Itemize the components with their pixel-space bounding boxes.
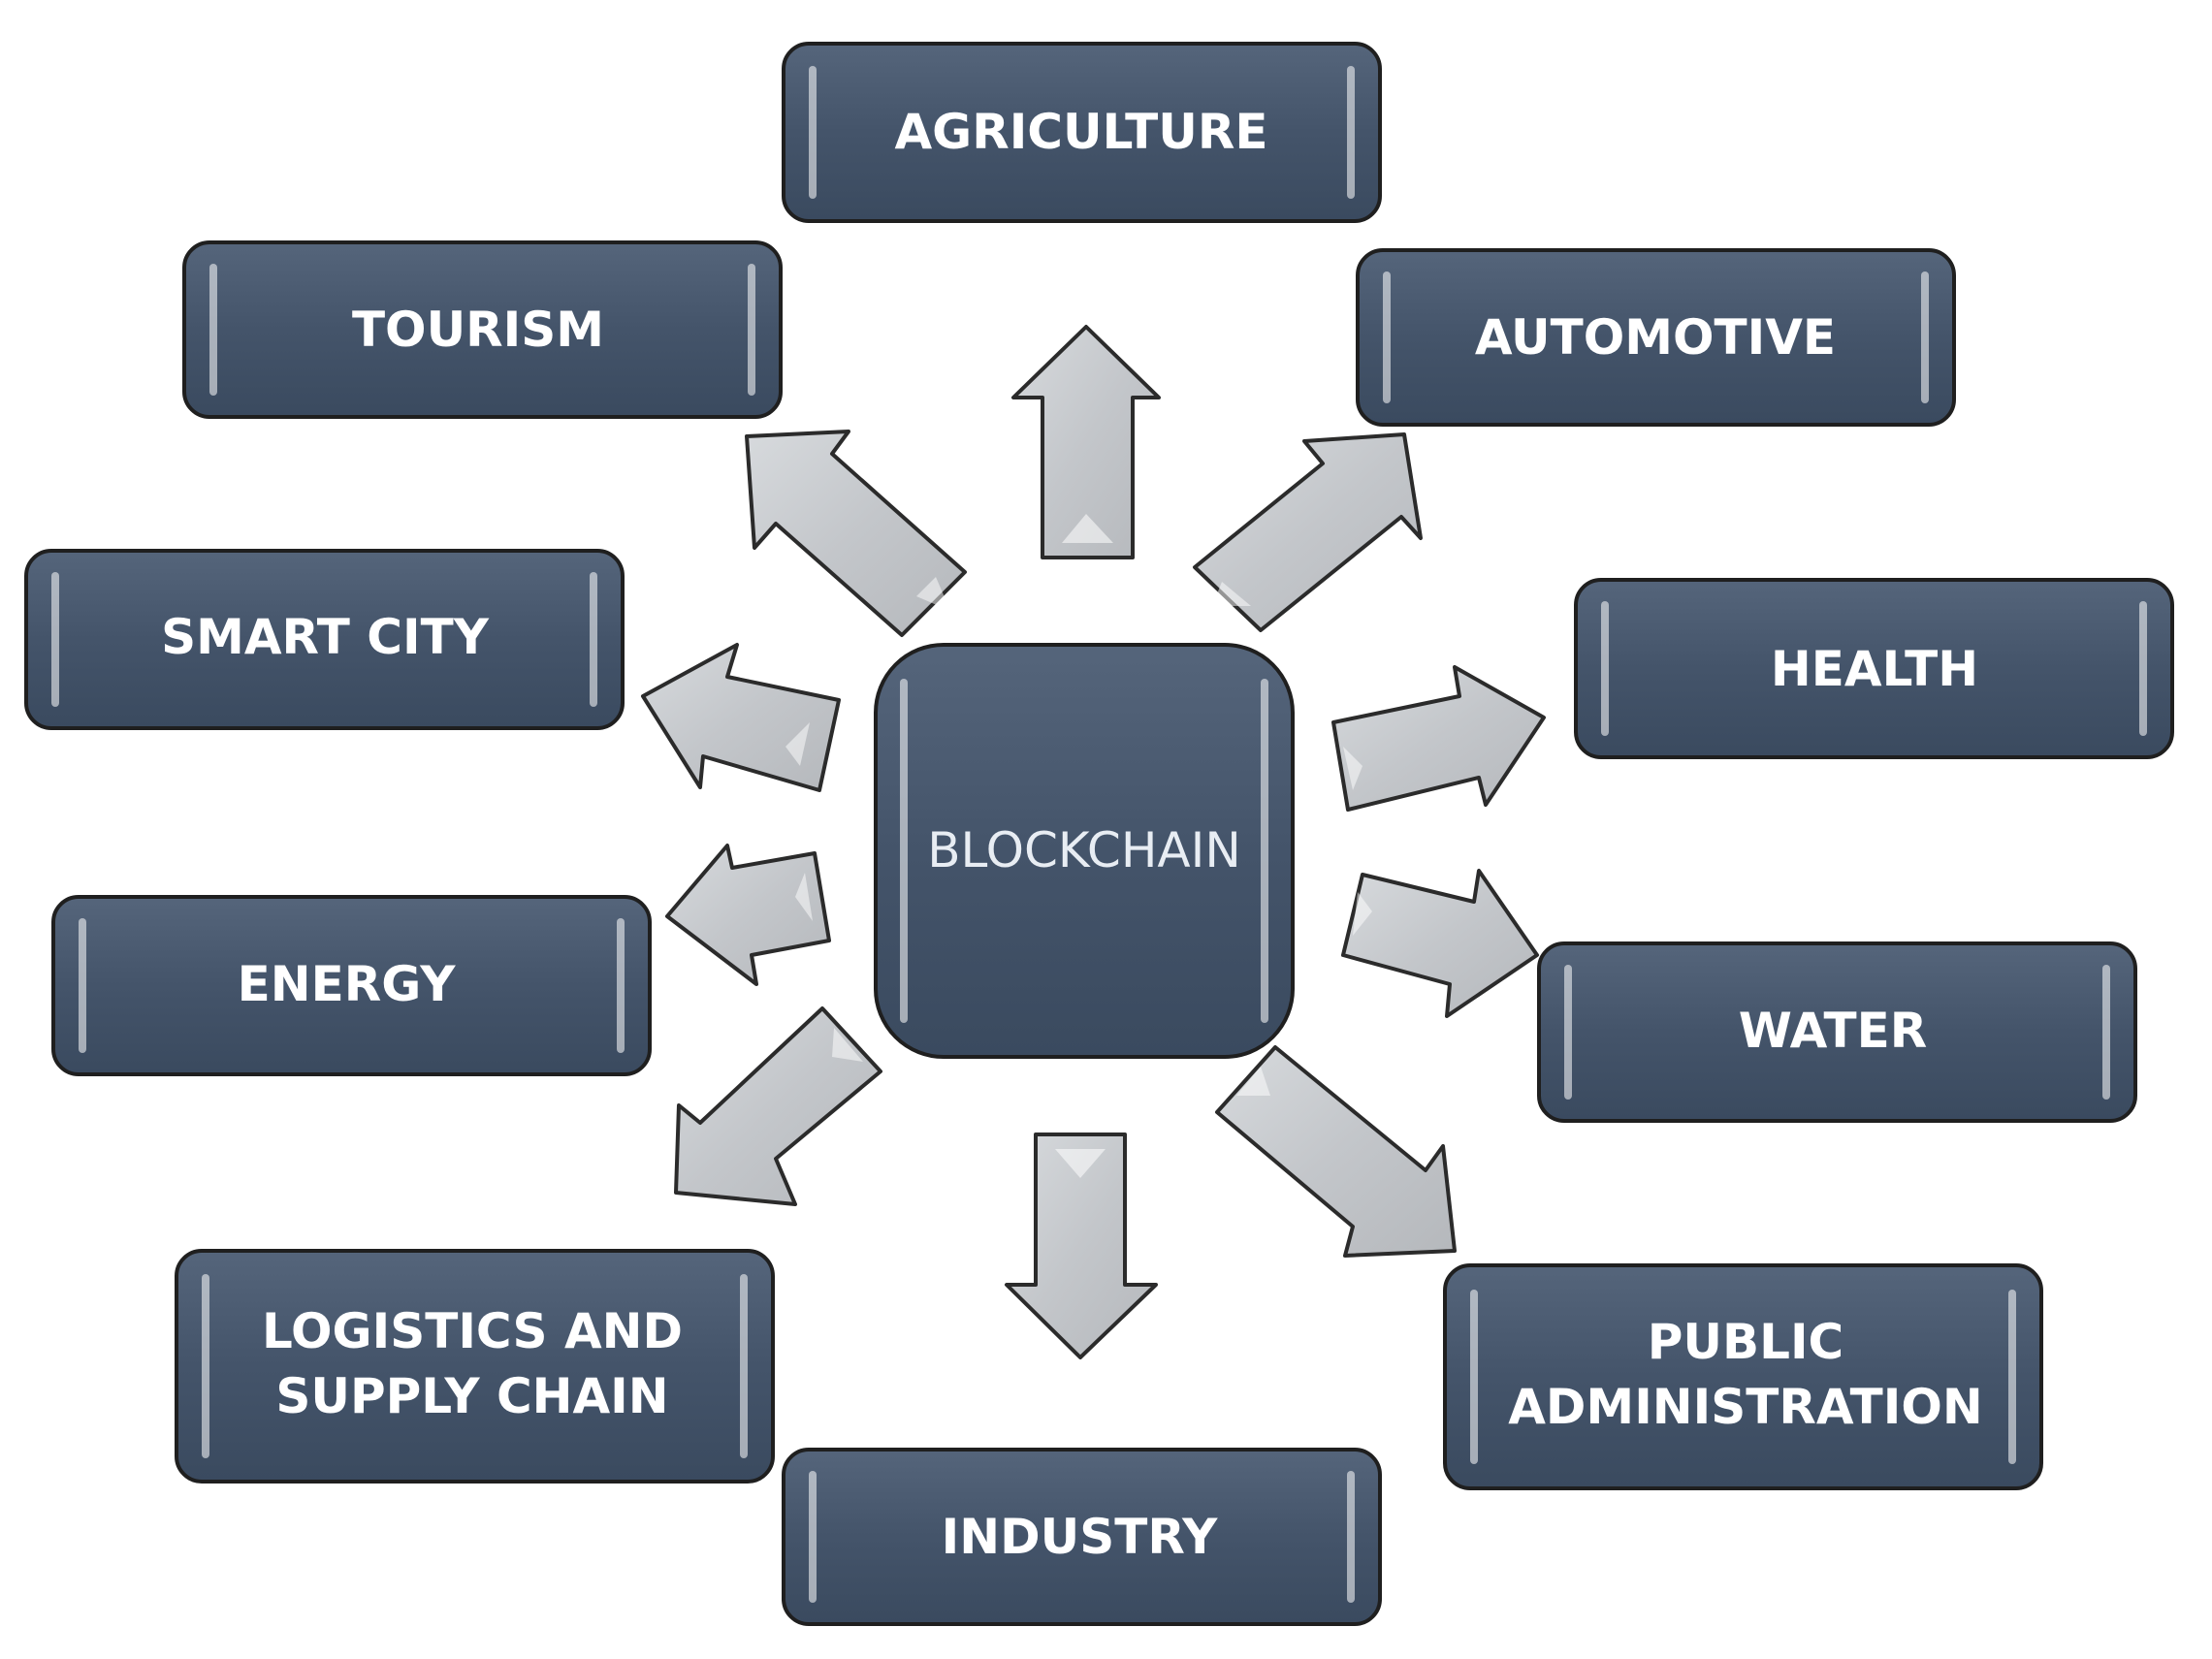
sector-label: HEALTH [1771,641,1978,697]
arrow-to-public-administration [1215,1045,1457,1258]
sector-label: AGRICULTURE [894,104,1267,160]
sector-label: WATER [1739,1003,1927,1059]
sector-public-administration: PUBLIC ADMINISTRATION [1443,1263,2043,1490]
sector-label: ENERGY [238,956,457,1012]
sector-label-line-1: LOGISTICS AND [262,1303,683,1359]
arrow-to-industry [1005,1133,1158,1359]
arrow-to-health [1331,665,1546,812]
sector-energy: ENERGY [51,895,652,1076]
sector-label: SMART CITY [161,609,490,665]
sector-smart-city: SMART CITY [24,549,625,730]
sector-logistics-and-supply-chain: LOGISTICS AND SUPPLY CHAIN [175,1249,775,1484]
sector-agriculture: AGRICULTURE [782,42,1382,223]
arrow-to-tourism [745,430,967,637]
arrow-to-logistics [674,1006,882,1206]
arrow-to-agriculture [1011,325,1161,559]
arrow-to-water [1341,869,1539,1018]
sector-label-line-1: PUBLIC [1648,1314,1844,1370]
arrow-to-automotive [1193,432,1423,632]
hub-blockchain: BLOCKCHAIN [874,643,1295,1059]
sector-industry: INDUSTRY [782,1448,1382,1626]
sector-water: WATER [1537,941,2137,1123]
sector-tourism: TOURISM [182,240,783,419]
sector-health: HEALTH [1574,578,2174,759]
sector-label-line-2: ADMINISTRATION [1508,1379,1983,1435]
hub-label: BLOCKCHAIN [927,822,1241,878]
sector-label: AUTOMOTIVE [1475,309,1836,366]
sector-label-line-2: SUPPLY CHAIN [275,1368,668,1424]
sector-label: TOURISM [352,302,604,358]
arrows-layer [641,325,1546,1359]
sector-automotive: AUTOMOTIVE [1356,248,1956,427]
arrow-to-smart-city [641,643,841,792]
arrow-to-energy [665,844,831,986]
sector-label: INDUSTRY [942,1509,1218,1565]
